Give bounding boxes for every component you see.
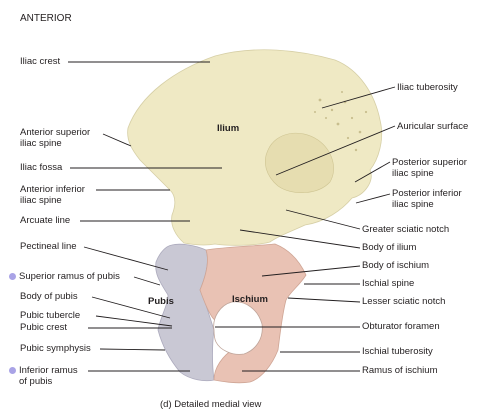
label-pubic-crest: Pubic crest [20,322,67,333]
label-ischial-tuberosity: Ischial tuberosity [362,346,433,357]
label-pubic-tubercle: Pubic tubercle [20,310,81,321]
label-posterior-superior-iliac-spine: Posterior superior iliac spine [392,157,467,179]
auricular-surface-region [265,132,334,193]
label-body-of-ilium: Body of ilium [362,242,417,253]
ischium-label: Ischium [232,294,268,305]
label-iliac-fossa: Iliac fossa [20,162,63,173]
label-anterior-inferior-iliac-spine: Anterior inferior iliac spine [20,184,85,206]
label-anterior-superior-iliac-spine: Anterior superior iliac spine [20,127,91,149]
left-leader-lines [68,61,222,372]
label-obturator-foramen: Obturator foramen [362,321,440,332]
label-posterior-inferior-iliac-spine: Posterior inferior iliac spine [392,188,462,210]
orientation-label: ANTERIOR [20,13,72,24]
label-ramus-of-ischium: Ramus of ischium [362,365,438,376]
inferior-ramus-marker-dot [9,367,16,374]
obturator-foramen-shape [213,301,263,355]
label-superior-ramus-of-pubis: Superior ramus of pubis [19,271,120,282]
label-greater-sciatic-notch: Greater sciatic notch [362,224,450,235]
superior-ramus-marker-dot [9,273,16,280]
label-lesser-sciatic-notch: Lesser sciatic notch [362,296,446,307]
label-body-of-pubis: Body of pubis [20,291,78,302]
ilium-label: Ilium [217,123,239,134]
iliac-tuberosity-texture [314,91,368,152]
label-iliac-crest: Iliac crest [20,56,61,67]
pubis-region [155,243,215,382]
label-iliac-tuberosity: Iliac tuberosity [397,82,458,93]
label-inferior-ramus-of-pubis: Inferior ramus of pubis [19,365,78,387]
label-pubic-symphysis: Pubic symphysis [20,343,91,354]
label-auricular-surface: Auricular surface [397,121,469,132]
label-arcuate-line: Arcuate line [20,215,71,226]
label-pectineal-line: Pectineal line [20,241,77,252]
label-body-of-ischium: Body of ischium [362,260,430,271]
figure-caption: (d) Detailed medial view [160,399,262,410]
right-leader-lines [215,86,396,372]
ilium-region [127,49,383,246]
label-ischial-spine: Ischial spine [362,278,415,289]
pubis-label: Pubis [148,296,174,307]
